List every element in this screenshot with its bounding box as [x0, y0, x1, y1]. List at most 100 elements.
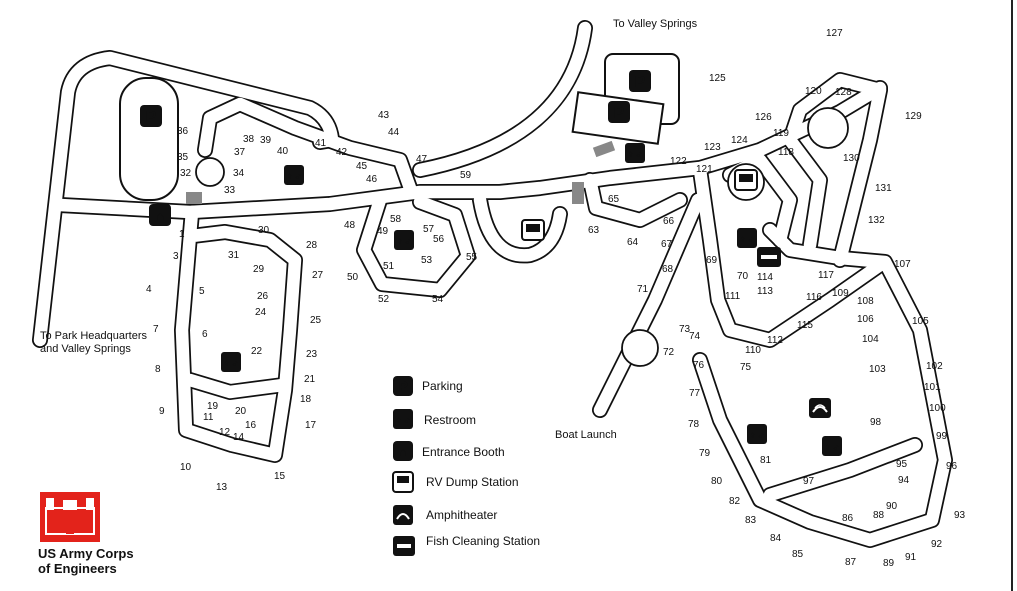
site-label: 115 — [797, 320, 813, 331]
site-label: 21 — [304, 374, 316, 385]
site-label: 99 — [936, 431, 948, 442]
site-label: 38 — [243, 134, 255, 145]
site-label: 94 — [898, 475, 910, 486]
restroom-icon: ♀♂ — [393, 409, 413, 429]
site-label: 53 — [421, 255, 433, 266]
turnaround-circle — [195, 157, 225, 187]
site-label: 111 — [725, 291, 741, 302]
site-label: 88 — [873, 510, 885, 521]
site-label: 74 — [689, 331, 701, 342]
site-label: 69 — [706, 255, 718, 266]
site-label: 117 — [818, 270, 834, 281]
site-label: 4 — [146, 284, 152, 295]
site-label: 129 — [905, 111, 922, 122]
site-label: 82 — [729, 496, 741, 507]
svg-text:P: P — [614, 105, 625, 122]
site-label: 116 — [806, 292, 822, 303]
site-label: 13 — [216, 482, 228, 493]
site-label: 87 — [845, 557, 857, 568]
rv-dump-station-icon — [392, 471, 414, 493]
site-label: 15 — [274, 471, 286, 482]
site-label: 57 — [423, 224, 435, 235]
svg-text:P: P — [635, 74, 646, 91]
parking-icon: P — [629, 70, 651, 92]
amphitheater-icon — [393, 505, 413, 525]
svg-text:P: P — [398, 378, 407, 394]
fish-cleaning-station-icon — [757, 247, 781, 267]
site-label: 25 — [310, 315, 322, 326]
legend-label-amphitheater: Amphitheater — [426, 508, 497, 522]
site-label: 55 — [466, 252, 478, 263]
site-label: 85 — [792, 549, 804, 560]
site-label: 79 — [699, 448, 711, 459]
site-label: 119 — [773, 128, 789, 139]
site-label: 24 — [255, 307, 267, 318]
site-label: 77 — [689, 388, 701, 399]
parking-pad — [186, 192, 202, 204]
svg-text:♀♂: ♀♂ — [223, 358, 240, 370]
legend-label-entrance-booth: Entrance Booth — [422, 445, 505, 459]
svg-text:⌂: ⌂ — [156, 208, 164, 223]
boat-launch-label: Boat Launch — [555, 429, 617, 441]
site-label: 17 — [305, 420, 317, 431]
site-label: 30 — [258, 225, 270, 236]
site-label: 107 — [894, 259, 911, 270]
site-label: 45 — [356, 161, 368, 172]
site-label: 64 — [627, 237, 639, 248]
restroom-icon: ♀♂ — [822, 436, 842, 456]
site-label: 114 — [757, 272, 773, 283]
site-label: 110 — [745, 345, 761, 356]
parking-pad — [572, 182, 584, 204]
site-label: 6 — [202, 329, 208, 340]
site-label: 58 — [390, 214, 402, 225]
restroom-icon: ♀♂ — [221, 352, 241, 372]
site-label: 112 — [767, 335, 783, 346]
site-label: 89 — [883, 558, 895, 569]
svg-text:⌂: ⌂ — [399, 445, 406, 459]
svg-text:♀♂: ♀♂ — [396, 236, 413, 248]
site-label: 16 — [245, 420, 257, 431]
amphitheater-icon — [809, 398, 831, 418]
parking-icon: P — [608, 101, 630, 123]
site-label: 97 — [803, 476, 815, 487]
site-label: 11 — [203, 412, 214, 423]
site-label: 27 — [312, 270, 324, 281]
site-label: 7 — [153, 324, 159, 335]
site-label: 108 — [857, 296, 874, 307]
rv-dump-station-icon — [521, 219, 545, 241]
entrance-booth-icon: ⌂ — [149, 204, 171, 226]
site-label: 33 — [224, 185, 236, 196]
site-label: 68 — [662, 264, 674, 275]
site-label: 46 — [366, 174, 378, 185]
site-label: 59 — [460, 170, 472, 181]
to-valley-springs-label: To Valley Springs — [613, 18, 698, 30]
site-label: 104 — [862, 334, 879, 345]
site-label: 100 — [929, 403, 946, 414]
site-label: 50 — [347, 272, 359, 283]
site-label: 41 — [315, 138, 327, 149]
site-label: 76 — [693, 360, 705, 371]
site-label: 35 — [177, 152, 189, 163]
site-label: 95 — [896, 459, 908, 470]
site-label: 106 — [857, 314, 874, 325]
site-label: 130 — [843, 153, 860, 164]
site-label: 63 — [588, 225, 600, 236]
site-label: 73 — [679, 324, 691, 335]
site-label: 72 — [663, 347, 675, 358]
map-icons: P P P ♀♂ ♀♂ ♀♂ ♀♂ ♀♂ ♀♂ ♀♂ ⌂ — [140, 70, 842, 456]
site-label: 3 — [173, 251, 179, 262]
site-label: 123 — [704, 142, 721, 153]
svg-text:♀♂: ♀♂ — [627, 149, 644, 161]
site-label: 103 — [869, 364, 886, 375]
site-label: 92 — [931, 539, 943, 550]
road-network — [32, 20, 953, 548]
site-label: 52 — [378, 294, 390, 305]
site-label: 18 — [300, 394, 312, 405]
svg-text:♀♂: ♀♂ — [824, 442, 841, 454]
site-label: 8 — [155, 364, 161, 375]
site-label: 12 — [219, 427, 231, 438]
site-label: 86 — [842, 513, 854, 524]
restroom-icon: ♀♂ — [625, 143, 645, 163]
turnaround-circle — [621, 329, 659, 367]
site-label: 93 — [954, 510, 966, 521]
